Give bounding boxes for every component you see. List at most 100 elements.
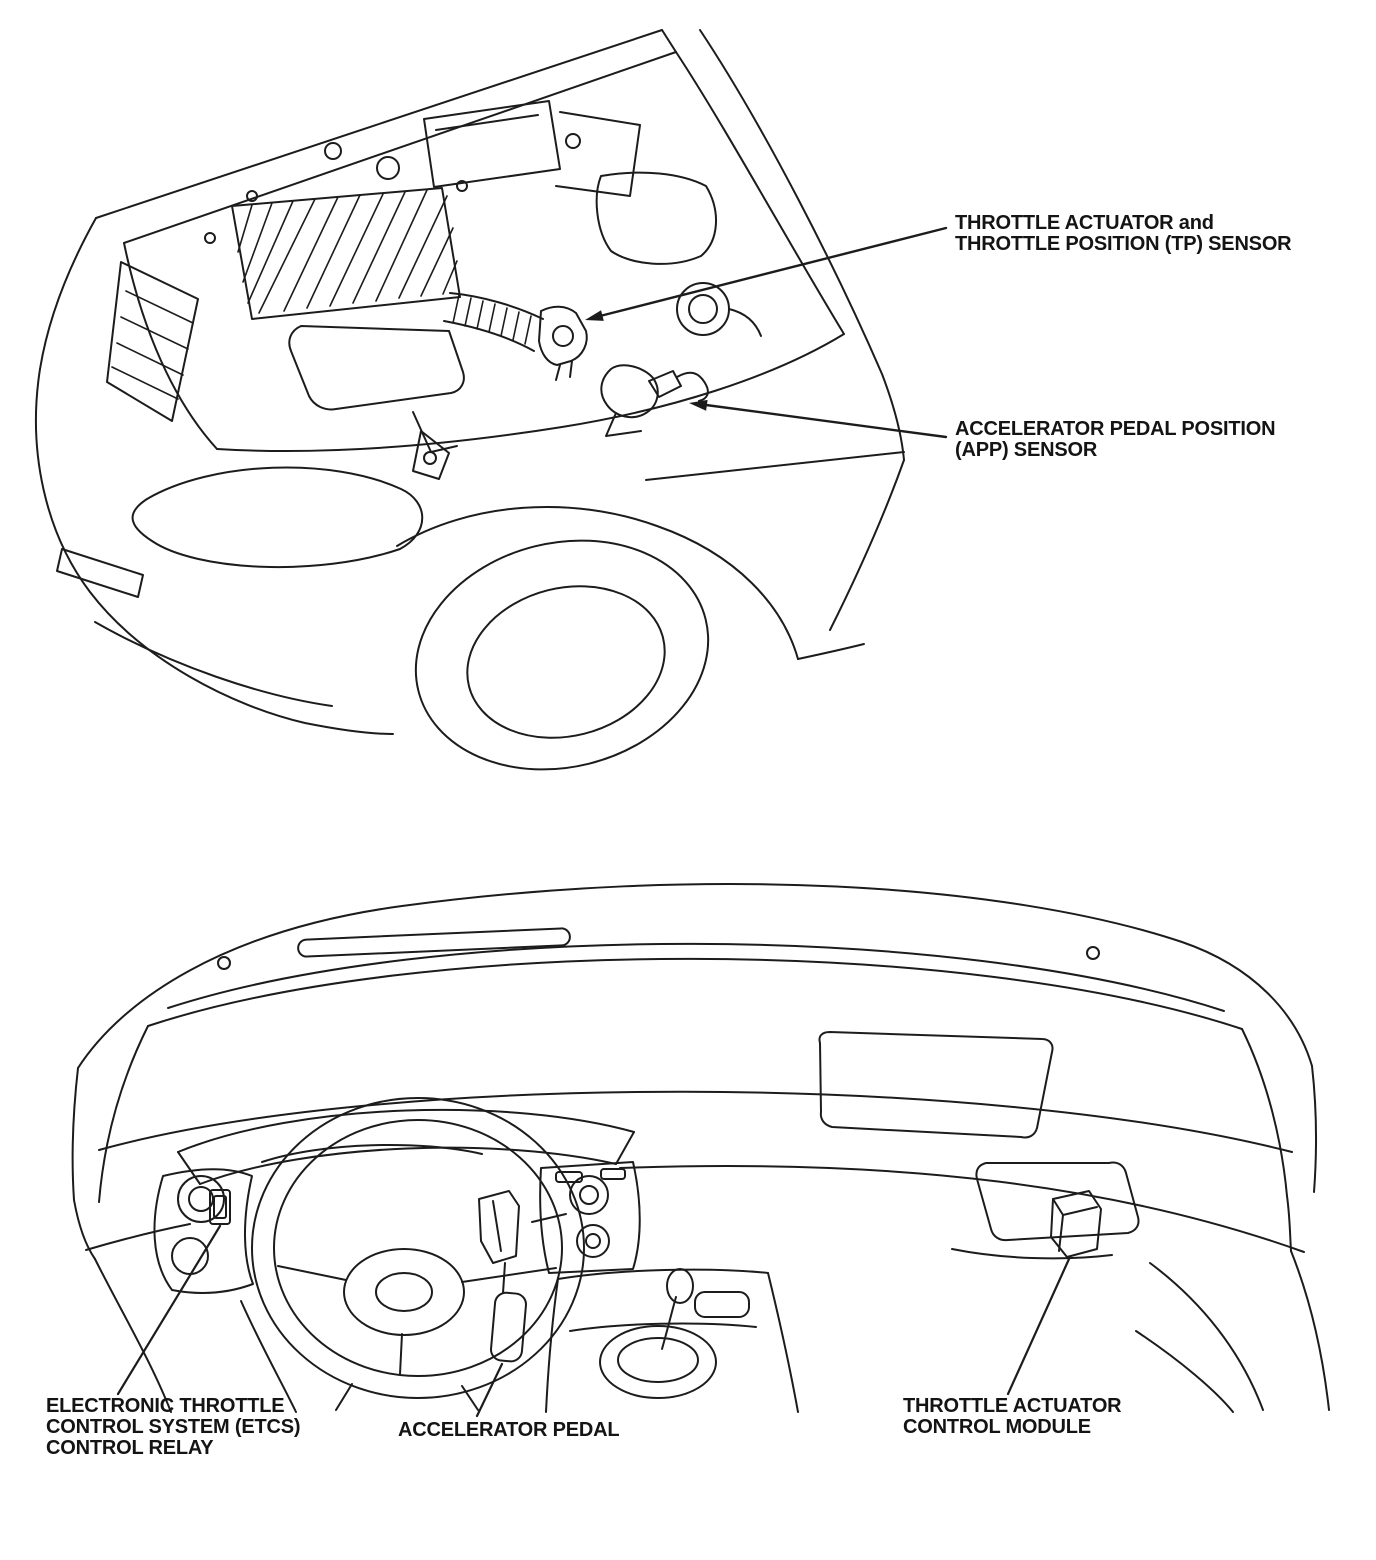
throttle-body: [538, 305, 588, 366]
console-left-edge: [545, 1278, 559, 1413]
shift-boot-outer: [599, 1325, 717, 1399]
steering-hub: [343, 1248, 465, 1336]
spoke-left: [277, 1265, 347, 1281]
cluster-hood-left: [177, 1151, 201, 1185]
label-line: ELECTRONIC THROTTLE: [46, 1395, 285, 1417]
left-vent-ring: [177, 1175, 225, 1223]
steering-wheel-outer: [251, 1097, 585, 1399]
header-bolt-left: [217, 956, 231, 970]
cowl-connector: [661, 29, 677, 53]
hood-latch-hole: [423, 451, 437, 465]
signal-stalk: [531, 1213, 567, 1223]
left-switch-panel: [153, 1168, 254, 1294]
header-lower-edge: [147, 957, 1243, 1030]
etcs-relay-leader: [116, 1224, 222, 1396]
rear-fender-edge: [829, 459, 905, 631]
stack-knob-upper: [569, 1175, 609, 1215]
spoke-right: [461, 1267, 557, 1283]
etcs-relay-inner: [213, 1195, 227, 1219]
bay-bolt-2: [456, 180, 468, 192]
sill-line: [797, 643, 865, 660]
left-kick-panel: [73, 1199, 96, 1260]
label-line: CONTROL RELAY: [46, 1437, 214, 1459]
label-accelerator-pedal: ACCELERATOR PEDAL: [398, 1419, 620, 1441]
steering-hub-emblem: [375, 1272, 433, 1312]
intake-manifold-outline: [231, 187, 461, 320]
throttle-body-bore: [552, 325, 574, 347]
battery-blob: [595, 171, 717, 265]
bay-bolt-1: [246, 190, 258, 202]
fender-outer-line: [699, 29, 905, 461]
tp-sensor-arrow-line: [598, 226, 948, 318]
bumper-slot: [56, 548, 144, 598]
cowl-line-inner: [123, 51, 677, 244]
label-line: THROTTLE ACTUATOR and: [955, 212, 1214, 234]
app-sensor-body: [600, 364, 659, 419]
headlight-outline: [131, 466, 424, 568]
app-sensor-wire: [676, 371, 709, 402]
valve-cover-a: [423, 100, 561, 188]
left-a-pillar-inner: [98, 1025, 149, 1203]
app-sensor-bracket: [605, 412, 642, 437]
stack-knob-lower: [576, 1224, 610, 1258]
engine-bay-illustration: [35, 29, 905, 771]
accelerator-pedal-leader: [475, 1362, 504, 1418]
left-vent-outline: [106, 261, 199, 422]
engine-bolt-2: [565, 133, 581, 149]
cluster-hood-bottom: [199, 1146, 617, 1185]
intake-hose-bottom: [443, 320, 535, 352]
throttle-actuator-control-module-box: [1050, 1190, 1102, 1258]
label-line: CONTROL MODULE: [903, 1416, 1091, 1438]
roof-outer-line: [77, 882, 1313, 1069]
front-wheel-outer: [414, 539, 710, 771]
steering-column-right: [461, 1385, 479, 1411]
right-module-panel: [975, 1161, 1140, 1242]
header-inner-line: [167, 942, 1225, 1012]
right-footwell-line-2: [1290, 1250, 1330, 1411]
air-cleaner-box: [288, 325, 465, 411]
left-body-edge: [39, 217, 97, 370]
label-line: ACCELERATOR PEDAL: [398, 1419, 620, 1441]
left-vent-hatching: [111, 290, 194, 400]
tp-sensor-arrowhead: [585, 310, 604, 321]
right-footwell-line-1: [1149, 1262, 1264, 1411]
valve-cover-a-detail: [435, 114, 539, 131]
interior-illustration: [71, 882, 1330, 1413]
defroster-slot: [297, 927, 571, 958]
console-right-edge: [767, 1272, 799, 1413]
air-box-mount-arm: [412, 411, 458, 453]
cluster-arc: [261, 1144, 483, 1163]
pedal-bracket: [478, 1190, 520, 1264]
door-crease: [645, 451, 905, 481]
dash-lower-edge-left: [85, 1223, 191, 1251]
center-stack-panel: [539, 1161, 641, 1274]
steering-wheel-inner: [273, 1119, 563, 1377]
intake-manifold-ribs: [237, 189, 458, 314]
module-edge-top: [1052, 1198, 1098, 1216]
pedal-bracket-detail: [492, 1200, 502, 1252]
bay-right-edge: [675, 51, 845, 335]
stack-vent-right: [600, 1168, 626, 1180]
cowl-line: [95, 29, 663, 219]
bumper-lower-line: [94, 621, 333, 707]
reservoir-cap: [688, 294, 718, 324]
cluster-hood-right: [615, 1131, 635, 1165]
console-tray: [694, 1291, 750, 1318]
steering-column-left: [335, 1383, 353, 1411]
passenger-airbag-panel: [818, 1031, 1054, 1139]
module-edge-front: [1058, 1214, 1064, 1252]
label-line: THROTTLE POSITION (TP) SENSOR: [955, 233, 1292, 255]
app-sensor-arrow-line: [704, 403, 948, 439]
glovebox-line: [951, 1248, 1113, 1260]
right-a-pillar-inner: [1241, 1028, 1288, 1197]
hood-latch-bracket: [412, 430, 450, 480]
label-throttle-actuator-tp-sensor: THROTTLE ACTUATOR and THROTTLE POSITION …: [955, 212, 1292, 255]
dash-top-edge: [98, 1090, 1293, 1153]
shift-knob: [666, 1268, 694, 1304]
shift-boot-inner: [617, 1337, 699, 1383]
wheel-arch: [396, 505, 799, 660]
stack-knob-upper-center: [579, 1185, 599, 1205]
left-footwell-line-1: [94, 1258, 172, 1413]
bay-bolt-3: [204, 232, 216, 244]
